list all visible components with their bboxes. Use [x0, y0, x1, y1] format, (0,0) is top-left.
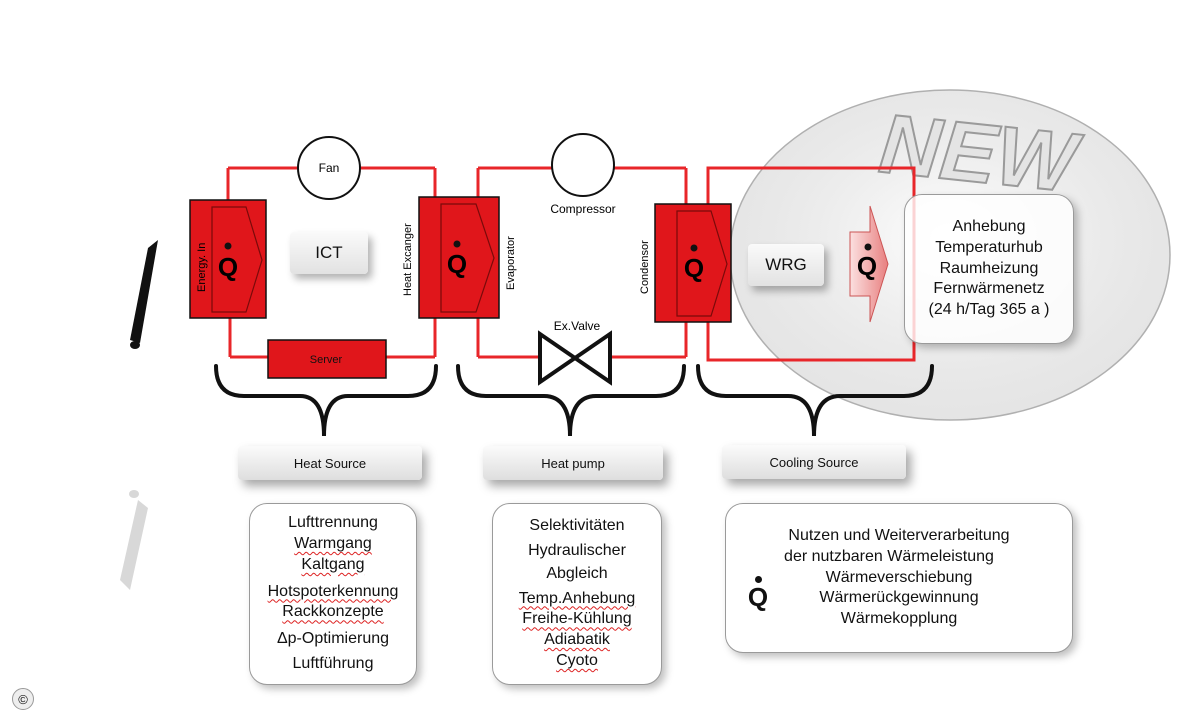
output-arrow-icon	[849, 205, 889, 323]
q-symbol-1: Q	[218, 252, 238, 282]
new-line: Anhebung	[952, 218, 1026, 235]
heat-source-item: Rackkonzepte	[282, 603, 384, 621]
heat-source-item: Hotspoterkennung	[267, 582, 399, 600]
brace-cooling	[696, 364, 934, 437]
condensor-label: Condensor	[639, 240, 651, 294]
braces	[214, 364, 934, 437]
cooling-item: der nutzbaren Wärmeleistung	[784, 547, 994, 565]
server-label: Server	[310, 354, 343, 366]
new-line: (24 h/Tag 365 a )	[928, 301, 1050, 319]
new-line: Raumheizung	[939, 259, 1039, 277]
q-symbol-4: Q	[857, 251, 877, 281]
fan-label: Fan	[319, 161, 340, 175]
heat-pump-item: Cyoto	[556, 651, 598, 669]
energy-in-label: Energy. In	[196, 243, 208, 292]
heat-source-loop	[226, 166, 437, 359]
q-dot-icon-4	[864, 243, 872, 251]
heat-exchanger-label: Heat Excanger	[402, 223, 414, 296]
exclamation-icon	[130, 240, 158, 349]
q-symbol-5-text: Q	[747, 582, 769, 612]
heat-source-pill: Heat Source	[238, 446, 422, 480]
compressor-label: Compressor	[550, 202, 615, 216]
heat-pump-item: Abgleich	[546, 564, 608, 582]
cooling-source-pill: Cooling Source	[722, 445, 906, 479]
new-line: Temperaturhub	[935, 238, 1043, 256]
heat-pump-loop	[476, 166, 688, 359]
q-dot-icon-5	[754, 576, 762, 583]
heat-exchanger-block: Heat Excanger Evaporator Q	[402, 196, 517, 319]
ict-label: ICT	[290, 232, 368, 274]
heat-pump-box: Selektivitäten Hydraulischer Abgleich Te…	[492, 503, 662, 685]
compressor-icon	[551, 133, 615, 197]
new-features-box: Anhebung Temperaturhub Raumheizung Fernw…	[904, 194, 1074, 344]
q-symbol-3: Q	[684, 253, 704, 283]
inverted-exclamation-icon	[120, 490, 148, 590]
heat-source-item: Kaltgang	[301, 555, 365, 573]
heat-pump-item: Temp.Anhebung	[518, 589, 636, 607]
server-block	[267, 339, 387, 379]
heat-source-item: Warmgang	[294, 535, 372, 552]
cooling-item: Nutzen und Weiterverarbeitung	[788, 527, 1010, 544]
heat-source-item: Lufttrennung	[288, 514, 378, 532]
new-label: NEW	[875, 96, 1086, 211]
energy-in-block: Energy. In Q	[189, 199, 267, 319]
fan-icon	[297, 136, 361, 200]
expansion-valve-icon	[538, 330, 612, 386]
heat-source-item: Δp-Optimierung	[276, 630, 390, 648]
heat-source-item: Luftführung	[292, 654, 374, 672]
heat-pump-item: Selektivitäten	[529, 517, 625, 535]
copyright-icon: ©	[12, 688, 34, 710]
new-line: Fernwärmenetz	[933, 280, 1045, 298]
q-dot-icon-3	[690, 244, 698, 252]
q-symbol-2: Q	[447, 249, 467, 279]
heat-pump-item: Hydraulischer	[528, 542, 626, 559]
cooling-item: Wärmerückgewinnung	[819, 589, 979, 607]
q-dot-icon	[224, 242, 232, 250]
heat-pump-item: Freihe-Kühlung	[522, 610, 632, 628]
cooling-item: Wärmekopplung	[840, 610, 958, 628]
cooling-box: Nutzen und Weiterverarbeitung der nutzba…	[725, 503, 1073, 653]
heat-pump-pill: Heat pump	[483, 446, 663, 480]
q-symbol-5: Q	[746, 576, 770, 613]
evaporator-label: Evaporator	[505, 236, 517, 290]
brace-heat-pump	[456, 364, 686, 437]
heat-source-box: Lufttrennung Warmgang Kaltgang Hotspoter…	[249, 503, 417, 685]
brace-heat-source	[214, 364, 438, 437]
ex-valve-label: Ex.Valve	[554, 319, 601, 333]
wrg-label: WRG	[748, 244, 824, 286]
heat-pump-item: Adiabatik	[544, 631, 610, 649]
condensor-block: Condensor Q	[639, 203, 732, 323]
cooling-item: Wärmeverschiebung	[825, 568, 973, 586]
q-dot-icon-2	[453, 240, 461, 248]
